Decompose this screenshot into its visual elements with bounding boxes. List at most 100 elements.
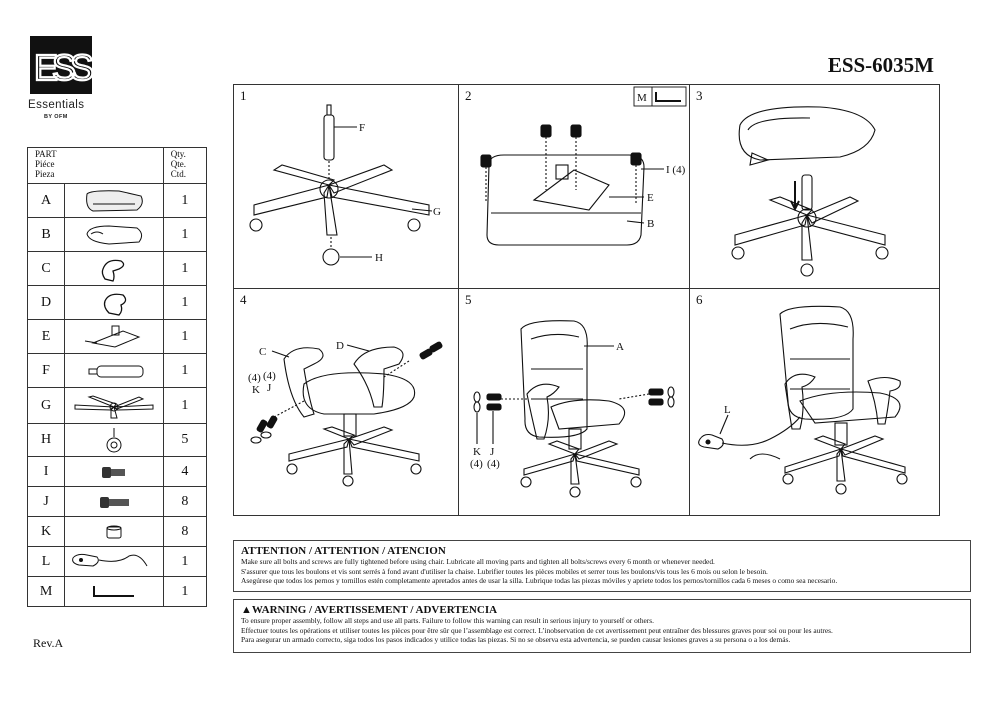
warning-line-es: Para asegurar un armado correcto, siga t… — [241, 635, 791, 645]
attention-title: ATTENTION / ATTENTION / ATENCION — [241, 545, 446, 557]
five-star-base-icon — [64, 387, 164, 424]
part-qty: 1 — [162, 576, 208, 607]
bolt-icon — [64, 486, 164, 517]
part-qty: 1 — [162, 285, 208, 320]
warning-box: ▲WARNING / AVERTISSEMENT / ADVERTENCIA T… — [233, 599, 971, 653]
part-qty: 8 — [162, 516, 208, 547]
step-2: 2 M — [459, 85, 690, 289]
backrest-icon — [520, 320, 588, 438]
svg-text:C: C — [259, 346, 266, 358]
seat-base-icon — [486, 154, 645, 246]
mechanism-icon — [532, 169, 610, 211]
right-armrest-icon — [64, 285, 164, 320]
warning-line-en: To ensure proper assembly, follow all st… — [241, 616, 654, 625]
brand-logo: ESS — [30, 36, 100, 94]
attention-line-en: Make sure all bolts and screws are fully… — [241, 557, 715, 566]
left-armrest-icon — [283, 347, 324, 418]
part-letter: A — [26, 183, 66, 218]
part-letter: D — [26, 285, 66, 320]
step-1-illustration: F G H — [249, 104, 441, 266]
part-letter: F — [26, 353, 66, 388]
step-5: 5 — [459, 289, 690, 515]
part-qty: 1 — [162, 251, 208, 286]
attention-box: ATTENTION / ATTENTION / ATENCION Make su… — [233, 540, 971, 592]
washer-icon — [64, 516, 164, 547]
header-qty: Qty. Qte. Ctd. — [162, 147, 208, 184]
svg-text:F: F — [359, 122, 365, 134]
caster-icon — [64, 423, 164, 457]
svg-text:H: H — [375, 252, 383, 264]
step-number: 6 — [696, 292, 703, 307]
svg-text:ESS: ESS — [34, 47, 92, 88]
part-letter: I — [26, 456, 66, 487]
part-qty: 4 — [162, 456, 208, 487]
svg-text:K: K — [252, 384, 260, 396]
seat-assembly-icon — [738, 106, 876, 161]
step-3: 3 — [690, 85, 939, 289]
step-4-illustration: C D (4) (4) K J — [248, 340, 443, 487]
step-number: 1 — [240, 88, 247, 103]
part-letter: L — [26, 546, 66, 577]
brand-subtitle: BY OFM — [44, 114, 68, 120]
part-qty: 5 — [162, 423, 208, 457]
step-6-illustration: L — [698, 305, 908, 495]
svg-text:A: A — [616, 341, 624, 353]
svg-text:L: L — [724, 404, 731, 416]
warning-line-fr: Effectuer toutes les opérations et utili… — [241, 625, 833, 635]
step-1: 1 F G H — [234, 85, 459, 289]
mechanism-icon — [64, 319, 164, 354]
svg-text:D: D — [336, 340, 344, 352]
part-qty: 1 — [162, 217, 208, 252]
attention-line-fr: S'assurer que tous les boulons et vis so… — [241, 566, 768, 576]
svg-text:B: B — [647, 218, 654, 230]
part-letter: C — [26, 251, 66, 286]
part-qty: 1 — [162, 319, 208, 354]
five-star-base-icon — [253, 164, 430, 236]
svg-text:(4): (4) — [470, 458, 483, 470]
step-6: 6 L — [690, 289, 939, 515]
step-4: 4 C — [234, 289, 459, 515]
allen-key-icon — [64, 576, 164, 607]
svg-text:(4): (4) — [263, 370, 276, 382]
svg-text:(4): (4) — [248, 372, 261, 384]
part-letter: K — [26, 516, 66, 547]
svg-text:M: M — [637, 92, 647, 104]
part-letter: J — [26, 486, 66, 517]
step-number: 5 — [465, 292, 472, 307]
header-part: PART Piéce Pieza — [27, 147, 164, 184]
part-letter: G — [26, 387, 66, 424]
parts-table-header: PART Piéce Pieza Qty. Qte. Ctd. — [27, 147, 208, 184]
part-qty: 8 — [162, 486, 208, 517]
step-2-illustration: M I (4) E — [480, 86, 687, 246]
part-letter: M — [26, 576, 66, 607]
short-bolt-icon — [540, 124, 552, 138]
seat-cushion-icon — [64, 183, 164, 218]
part-letter: H — [26, 423, 66, 457]
short-bolt-icon — [64, 456, 164, 487]
svg-text:J: J — [267, 382, 272, 394]
svg-text:(4): (4) — [487, 458, 500, 470]
part-letter: E — [26, 319, 66, 354]
part-letter: B — [26, 217, 66, 252]
massage-remote-icon — [64, 546, 164, 577]
allen-key-callout — [633, 86, 687, 107]
step-number: 3 — [696, 88, 703, 103]
svg-text:K: K — [473, 446, 481, 458]
massage-remote-icon — [698, 433, 724, 450]
step-number: 2 — [465, 88, 472, 103]
warning-triangle-icon: ▲ — [241, 604, 252, 616]
seat-base-icon — [64, 217, 164, 252]
left-armrest-icon — [64, 251, 164, 286]
svg-text:I (4): I (4) — [666, 164, 686, 176]
